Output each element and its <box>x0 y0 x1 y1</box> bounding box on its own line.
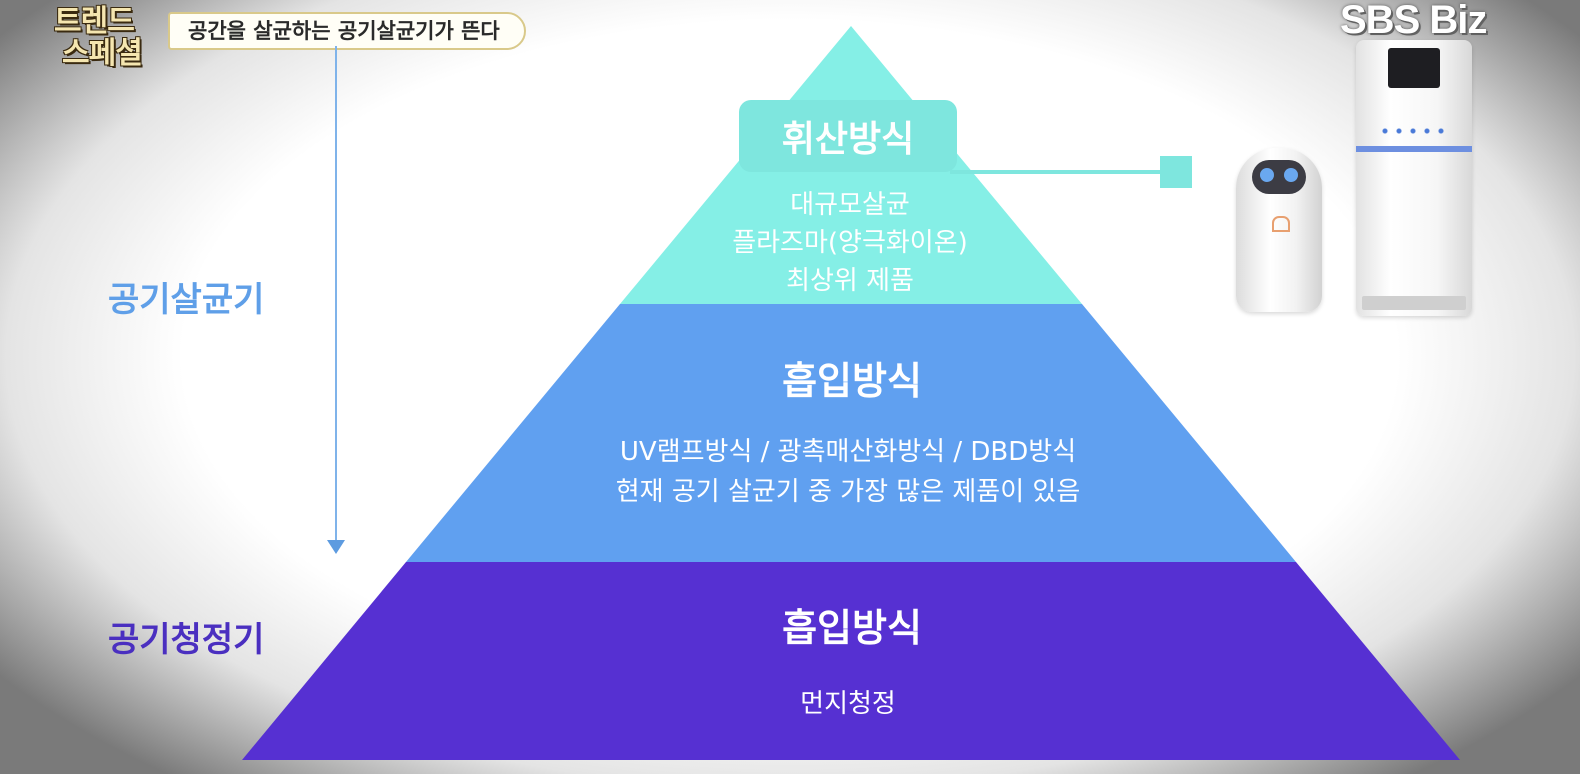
program-logo: 트렌드 스페셜 <box>48 0 166 71</box>
broadcaster-logo: SBS Biz <box>1340 0 1487 42</box>
logo-line-1: 트렌드 <box>54 4 135 39</box>
connector-square <box>1160 156 1192 188</box>
headline-text-1: 공간을 살균하는 <box>188 19 338 43</box>
tier3-title: 흡입방식 <box>782 606 922 650</box>
tier1-line: 대규모살균 <box>790 190 910 220</box>
pyramid-tier-3 <box>242 562 1460 760</box>
label-air-sterilizer: 공기살균기 <box>108 280 265 320</box>
headline-text-2: 공기살균기가 뜬다 <box>337 19 500 43</box>
tall-sterilizer-image <box>1356 40 1472 316</box>
tier2-line: UV램프방식 / 광촉매산화방식 / DBD방식 <box>619 437 1077 467</box>
logo-line-2: 스페셜 <box>62 36 143 71</box>
tier3-description: 먼지청정 <box>498 684 1198 724</box>
tier2-title: 흡입방식 <box>782 359 922 403</box>
small-sterilizer-image <box>1236 148 1322 312</box>
tier1-title: 휘산방식 <box>781 119 915 160</box>
tier1-title-tag: 휘산방식 <box>739 100 957 172</box>
pyramid-tier-2 <box>406 304 1296 562</box>
tier2-description: UV램프방식 / 광촉매산화방식 / DBD방식 현재 공기 살균기 중 가장 … <box>498 432 1198 512</box>
tier3-line: 먼지청정 <box>800 689 896 719</box>
down-arrow-icon <box>327 540 345 554</box>
connector-line <box>950 170 1160 174</box>
headline-banner: 공간을 살균하는 공기살균기가 뜬다 <box>168 12 526 50</box>
tier1-line: 최상위 제품 <box>786 266 914 296</box>
tier2-line: 현재 공기 살균기 중 가장 많은 제품이 있음 <box>615 477 1081 507</box>
tier1-description: 대규모살균 플라즈마(양극화이온) 최상위 제품 <box>500 186 1200 300</box>
down-arrow-line <box>335 46 337 540</box>
label-air-purifier: 공기청정기 <box>108 620 265 660</box>
tier1-line: 플라즈마(양극화이온) <box>732 228 968 258</box>
